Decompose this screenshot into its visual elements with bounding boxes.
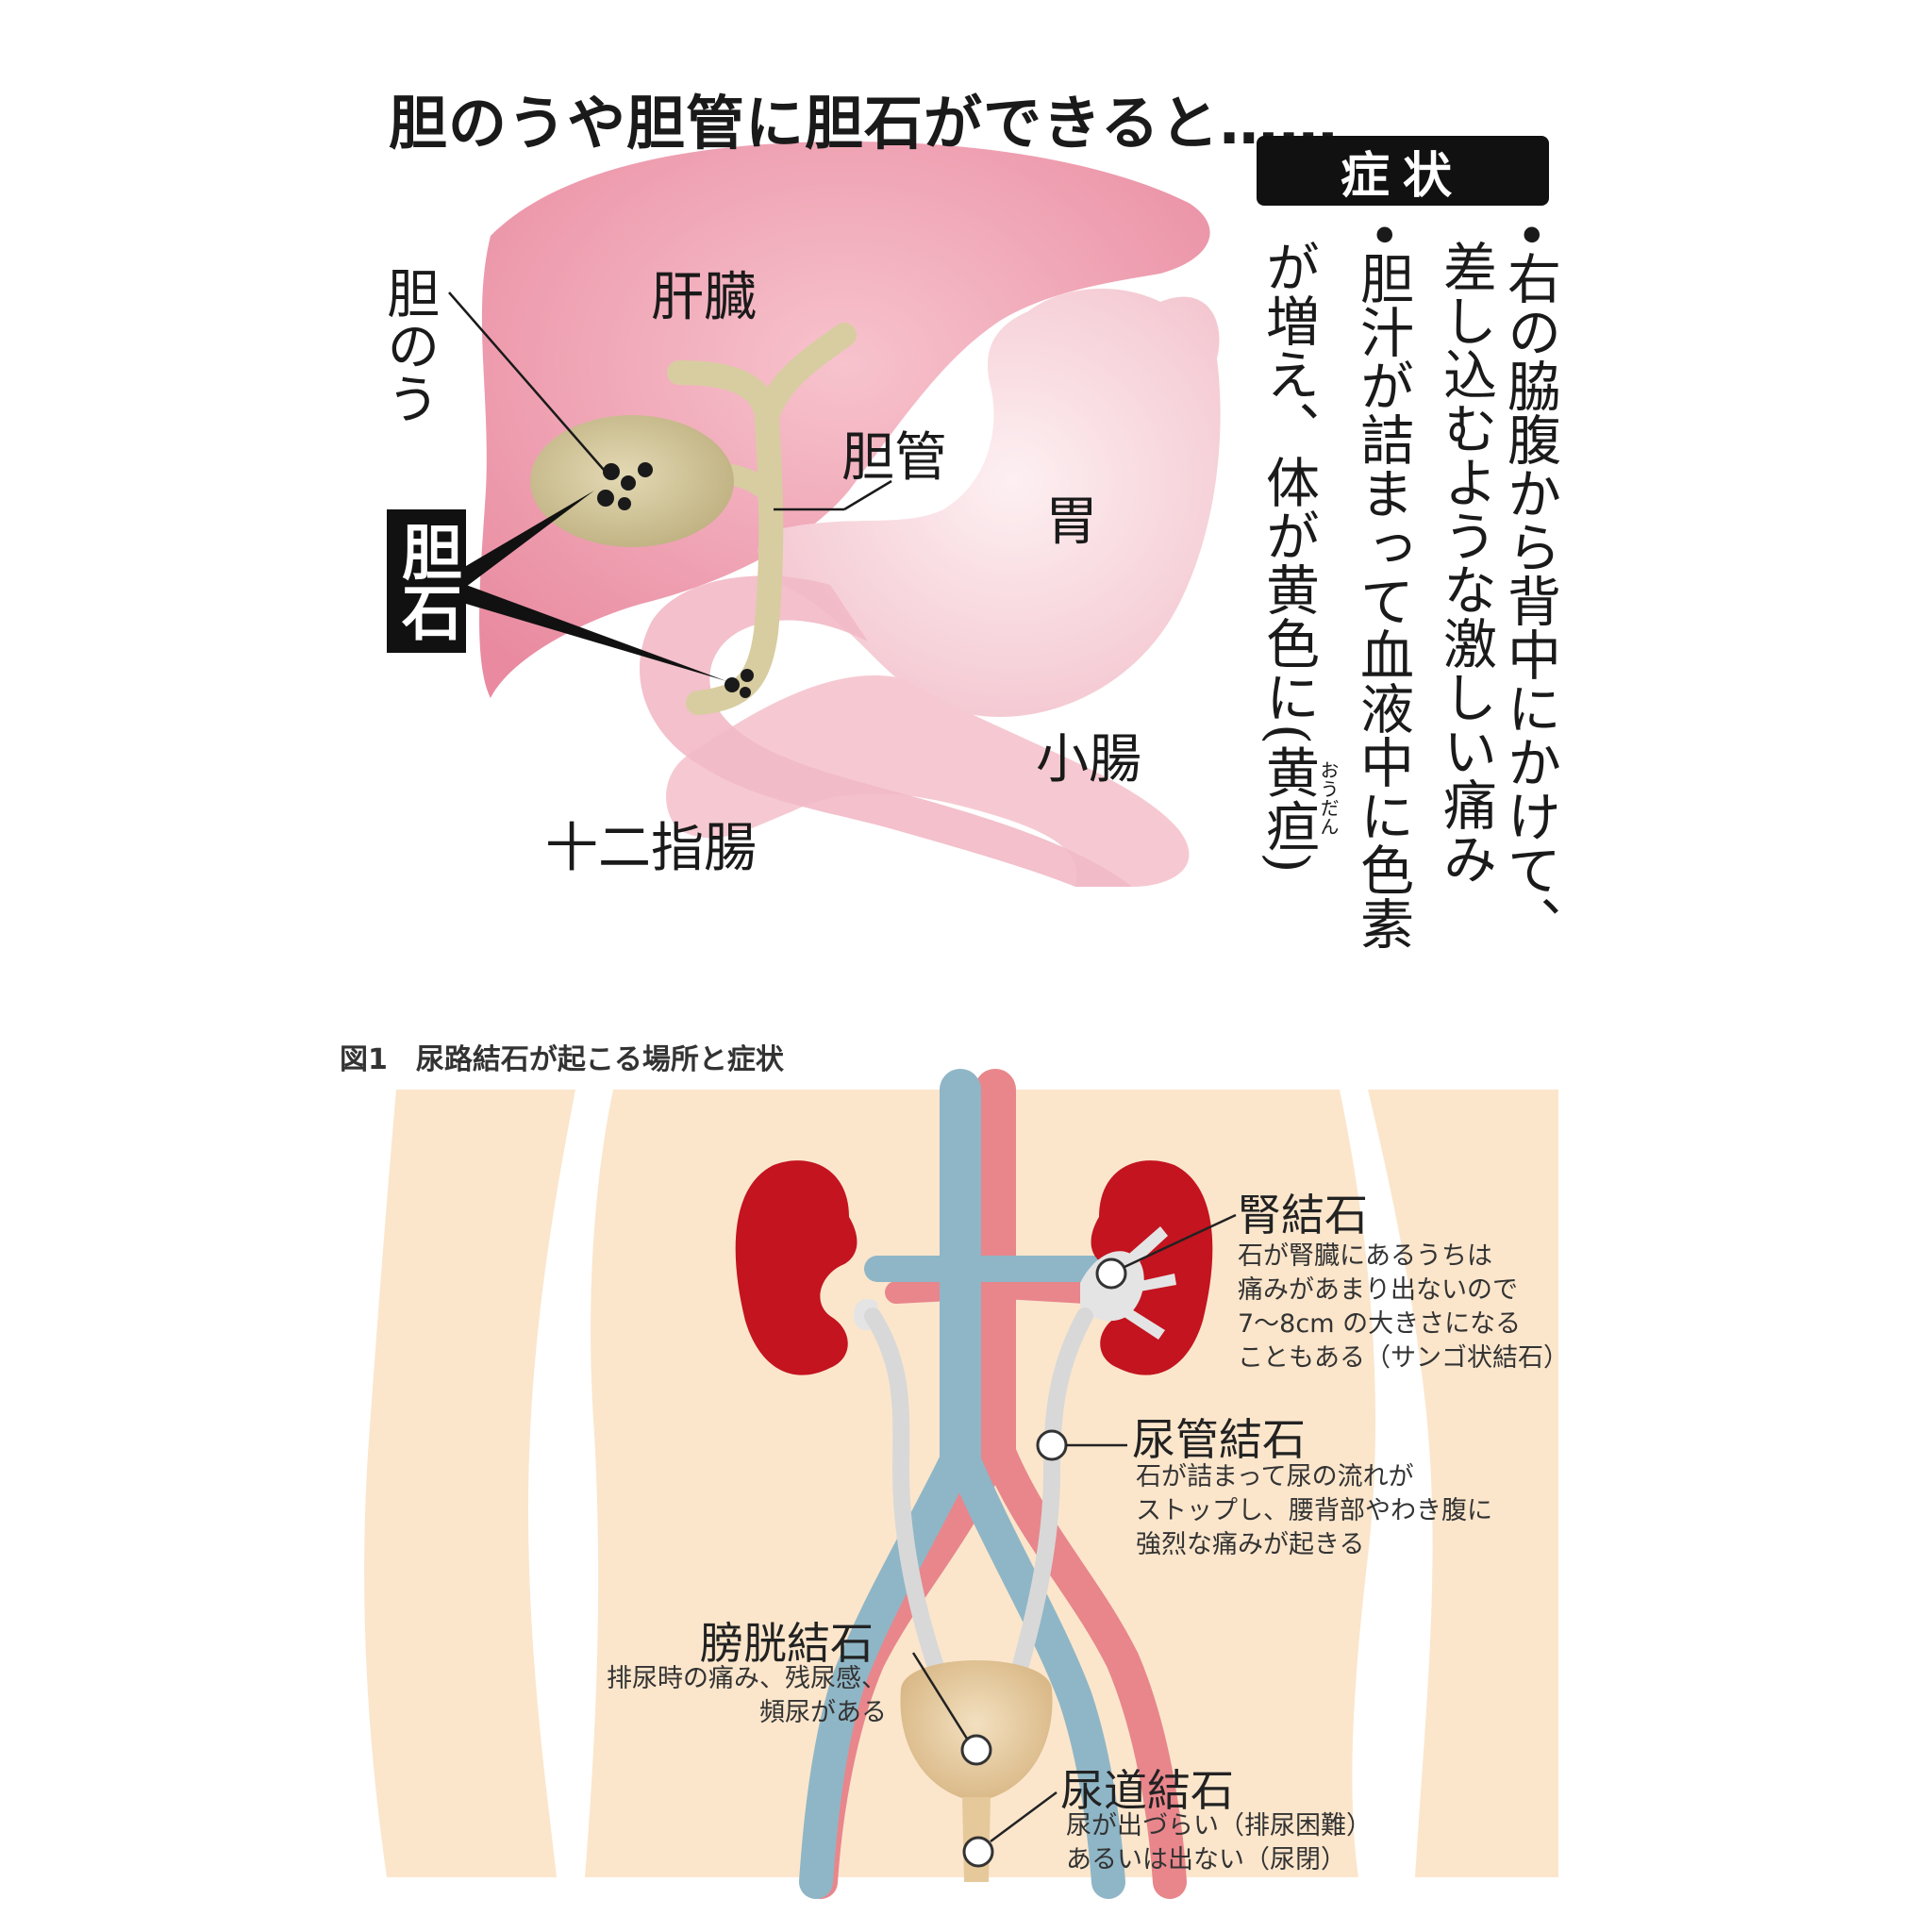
gallstone-leaders (448, 291, 892, 511)
figure-caption: 図1 尿路結石が起こる場所と症状 (340, 1043, 784, 1076)
kidney-stone-title: 腎結石 (1238, 1190, 1368, 1241)
liver-shape (479, 142, 1210, 698)
gallstone-label: 胆石 (387, 509, 466, 653)
bladder-desc-line: 排尿時の痛み、残尿感、 (607, 1664, 887, 1693)
bile-duct-shape (667, 323, 857, 715)
symptom-2-line-2: が増え、体が黄色に(黄疸) (1257, 240, 1320, 874)
stomach-label: 胃 (1045, 491, 1098, 553)
kidney-desc-line: 石が腎臓にあるうちは (1238, 1241, 1492, 1271)
ureter-desc-line: 強烈な痛みが起きる (1136, 1529, 1365, 1559)
symptom-1-line-1: •右の脇腹から背中にかけて、 (1498, 219, 1561, 950)
stone-pointer-lower (466, 585, 726, 681)
jaundice-ruby: おうだん (1317, 760, 1340, 836)
vein-shape (799, 1069, 1125, 1899)
kidney-stone-desc: 石が腎臓にあるうちは 痛みがあまり出ないので 7～8cm の大きさになる ことも… (1238, 1240, 1569, 1375)
gallbladder-label: 胆のう (377, 266, 440, 425)
kidney-desc-line: こともある（サンゴ状結石） (1238, 1342, 1569, 1373)
symptom-2-line-1: •胆汁が詰まって血液中に色素 (1351, 219, 1414, 950)
ureter-shape (864, 1307, 1093, 1697)
kidney-desc-line: 7～8cm の大きさになる (1238, 1308, 1522, 1339)
urethra-stone-desc: 尿が出づらい（排尿困難） あるいは出ない（尿閉） (1066, 1809, 1372, 1877)
ureter-desc-line: ストップし、腰背部やわき腹に (1136, 1495, 1492, 1525)
stone-pointer-upper (466, 491, 594, 587)
gallbladder-stones (597, 462, 653, 510)
bladder-stone-title: 膀胱結石 (700, 1618, 874, 1669)
kidney-desc-line: 痛みがあまり出ないので (1238, 1274, 1518, 1305)
duodenum-label: 十二指腸 (545, 818, 757, 879)
bladder-shape (900, 1660, 1053, 1802)
liver-label: 肝臓 (651, 267, 757, 328)
urethra-desc-line: あるいは出ない（尿閉） (1066, 1844, 1346, 1874)
symptom-1-line-2: 差し込むような激しい痛み (1434, 240, 1497, 885)
stomach-shape (758, 289, 1221, 717)
small-intestine-shape (666, 675, 1190, 887)
gallstone-title: 胆のうや胆管に胆石ができると…… (389, 89, 1339, 158)
bile-duct-label: 胆管 (841, 427, 947, 489)
duct-stones (724, 669, 754, 698)
ureter-desc-line: 石が詰まって尿の流れが (1136, 1462, 1414, 1491)
symptoms-heading: 症状 (1257, 136, 1549, 206)
urinary-leaders (911, 1213, 1237, 1843)
left-kidney-shape (735, 1160, 858, 1375)
small-intestine-label: 小腸 (1036, 729, 1141, 791)
right-kidney-shape (1091, 1160, 1213, 1375)
urethra-stone-title: 尿道結石 (1060, 1765, 1234, 1816)
duodenum-shape (640, 575, 1132, 887)
ureter-stone-desc: 石が詰まって尿の流れが ストップし、腰背部やわき腹に 強烈な痛みが起きる (1136, 1460, 1492, 1562)
ureter-stone-title: 尿管結石 (1132, 1414, 1306, 1465)
bladder-stone-desc: 排尿時の痛み、残尿感、 頻尿がある (604, 1662, 887, 1730)
stone-markers (960, 1257, 1127, 1868)
bladder-desc-line: 頻尿がある (759, 1697, 887, 1727)
urethra-desc-line: 尿が出づらい（排尿困難） (1066, 1811, 1372, 1840)
